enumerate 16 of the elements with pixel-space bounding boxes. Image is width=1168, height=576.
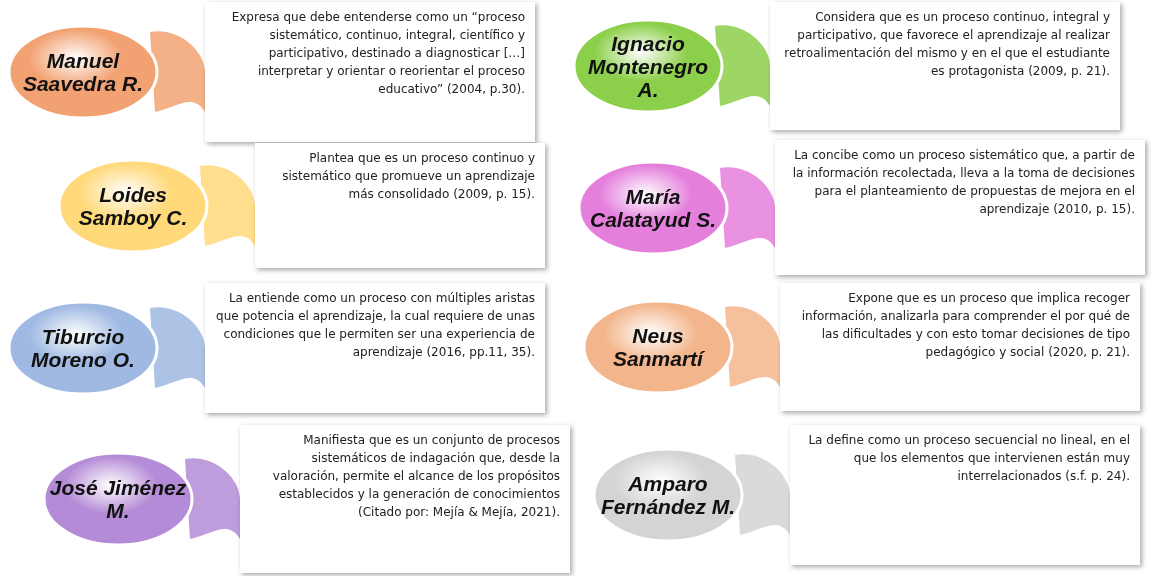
author-name: Manuel Saavedra R. xyxy=(21,48,145,97)
quote-box: La entiende como un proceso con múltiples aristas que potencia el aprendizaje, la cual requiere de unas condiciones que le permiten ser una experiencia de aprendizaje (2016, pp.11, 35). xyxy=(205,283,545,413)
author-name: Neus Sanmartí xyxy=(612,323,706,372)
author-name: María Calatayud S. xyxy=(588,183,717,233)
author-name: José Jiménez M. xyxy=(48,475,188,524)
quote-box: Manifiesta que es un conjunto de procesos sistemáticos de indagación que, desde la valoración, permite el alcance de los propósitos establecidos y la generación de conocimientos (Citado por: Mejía & Mejía, 2021). xyxy=(240,425,570,573)
author-name: Loides Samboy C. xyxy=(77,181,189,231)
author-name: Ignacio Montenegro A. xyxy=(586,30,710,103)
quote-box: Expresa que debe entenderse como un “proceso sistemático, continuo, integral, científico y participativo, destinado a diagnosticar […] interpretar y orientar o reorientar el proceso educativo” (2004, p.30). xyxy=(205,2,535,142)
quote-box: La define como un proceso secuencial no lineal, en el que los elementos que intervienen están muy interrelacionados (s.f. p. 24). xyxy=(790,425,1140,565)
quote-box: Expone que es un proceso que implica recoger información, analizarla para comprender el por qué de las dificultades y con esto tomar decisiones de tipo pedagógico y social (2020, p. 21). xyxy=(780,283,1140,411)
quote-box: La concibe como un proceso sistemático que, a partir de la información recolectada, lleva a la toma de decisiones para el planteamiento de propuestas de mejora en el aprendizaje (2010, p. 15). xyxy=(775,140,1145,275)
author-name: Amparo Fernández M. xyxy=(599,471,737,520)
quote-box: Considera que es un proceso continuo, integral y participativo, que favorece el aprendizaje al realizar retroalimentación del mismo y en el que el estudiante es protagonista (2009, p. 21). xyxy=(770,2,1120,130)
author-name: Tiburcio Moreno O. xyxy=(30,324,136,373)
quote-box: Plantea que es un proceso continuo y sistemático que promueve un aprendizaje más consolidado (2009, p. 15). xyxy=(255,143,545,268)
